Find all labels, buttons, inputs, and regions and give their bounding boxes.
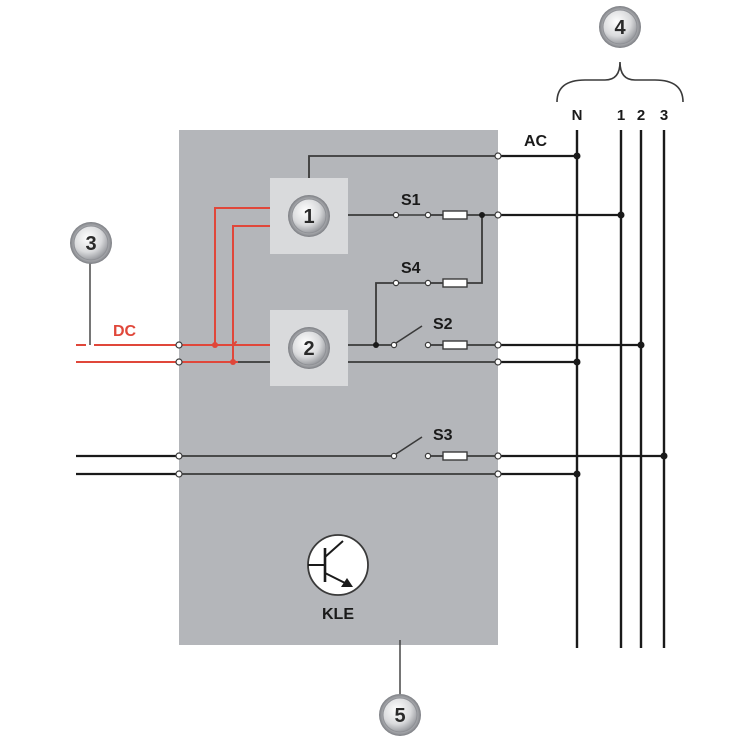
ac-buses xyxy=(575,130,666,648)
label-bus-2: 2 xyxy=(637,107,645,124)
label-ac: AC xyxy=(524,133,548,150)
callout-4-badge: 4 xyxy=(599,6,641,48)
label-s4: S4 xyxy=(401,260,421,277)
switch-s2 xyxy=(395,325,423,344)
label-s3: S3 xyxy=(433,427,453,444)
bus-brace xyxy=(556,61,684,103)
label-s1: S1 xyxy=(401,192,421,209)
label-kle: KLE xyxy=(322,606,354,623)
label-s2: S2 xyxy=(433,316,453,333)
dc-wiring xyxy=(76,207,270,363)
fuse-s1 xyxy=(442,210,468,220)
callout-4-number: 4 xyxy=(614,17,626,39)
module-2-badge: 2 xyxy=(288,327,330,369)
callout-5-badge: 5 xyxy=(379,694,421,736)
callout-leaders xyxy=(89,262,401,694)
label-bus-1: 1 xyxy=(617,107,625,124)
junction-dot xyxy=(479,212,485,218)
callout-3-number: 3 xyxy=(85,233,96,255)
fuses xyxy=(442,210,468,461)
switch-s3 xyxy=(395,436,423,455)
fuse-s4 xyxy=(442,278,468,288)
fuse-s2 xyxy=(442,340,468,350)
terminals xyxy=(175,152,502,478)
junction-dot xyxy=(373,342,379,348)
fuse-s3 xyxy=(442,451,468,461)
contact-points xyxy=(390,211,432,460)
label-bus-n: N xyxy=(572,107,583,124)
external-lines-right xyxy=(498,154,664,476)
external-lines-left xyxy=(76,454,179,476)
dc-junction-dot xyxy=(230,359,236,365)
module-1-number: 1 xyxy=(303,206,314,228)
label-bus-3: 3 xyxy=(660,107,668,124)
module-2-number: 2 xyxy=(303,338,314,360)
callout-3-badge: 3 xyxy=(70,222,112,264)
label-dc: DC xyxy=(113,323,137,340)
transistor-icon xyxy=(307,534,369,596)
module-1-badge: 1 xyxy=(288,195,330,237)
callout-5-number: 5 xyxy=(394,705,405,727)
dc-junction-dot xyxy=(212,342,218,348)
bus-junctions xyxy=(573,152,668,478)
